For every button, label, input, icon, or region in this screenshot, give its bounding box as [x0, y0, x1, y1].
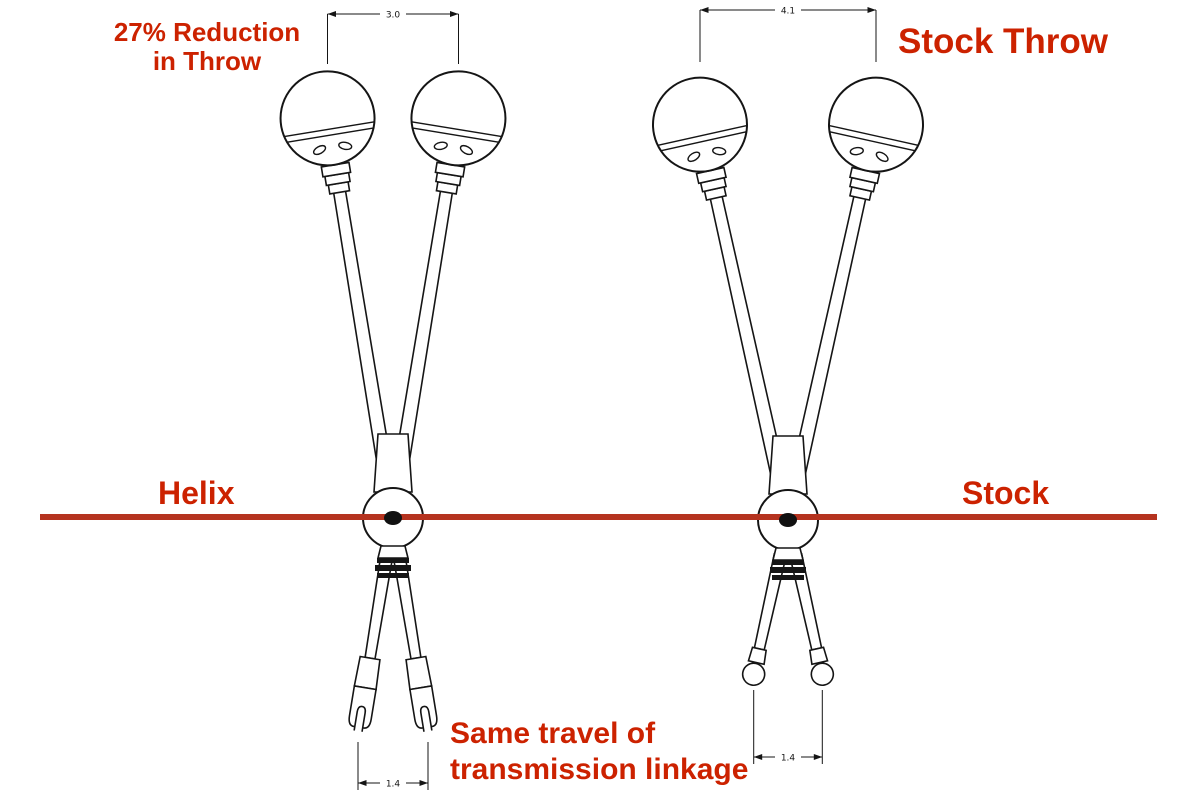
dim-stock-linkage-travel: 1.4 [753, 690, 823, 764]
dim-helix-throw: 3.0 [327, 8, 459, 64]
linkage-travel-note: Same travel of transmission linkage [450, 716, 748, 788]
linkage-note-line1: Same travel of [450, 717, 656, 750]
dim-value-stock-travel: 1.4 [781, 754, 796, 764]
dim-value-helix-travel: 1.4 [386, 780, 401, 790]
stock-shifter [644, 69, 932, 696]
helix-pivot-point [384, 511, 402, 525]
stock-throw-label: Stock Throw [898, 22, 1109, 61]
dim-value-helix-throw: 3.0 [386, 11, 401, 21]
stock-label: Stock [962, 475, 1050, 511]
dim-value-stock-throw: 4.1 [781, 7, 795, 17]
dim-helix-linkage-travel: 1.4 [357, 742, 429, 790]
reduction-label-line2: in Throw [152, 46, 262, 77]
helix-label: Helix [158, 475, 235, 511]
helix-shifter [274, 64, 513, 738]
reduction-in-throw-label: 27% Reduction in Throw [92, 17, 322, 77]
pivot-axis-line [40, 514, 1157, 520]
stock-pivot-point [779, 513, 797, 527]
reduction-label-line1: 27% Reduction [113, 17, 301, 47]
linkage-note-line2: transmission linkage [450, 753, 749, 786]
dim-stock-throw: 4.1 [699, 4, 877, 62]
